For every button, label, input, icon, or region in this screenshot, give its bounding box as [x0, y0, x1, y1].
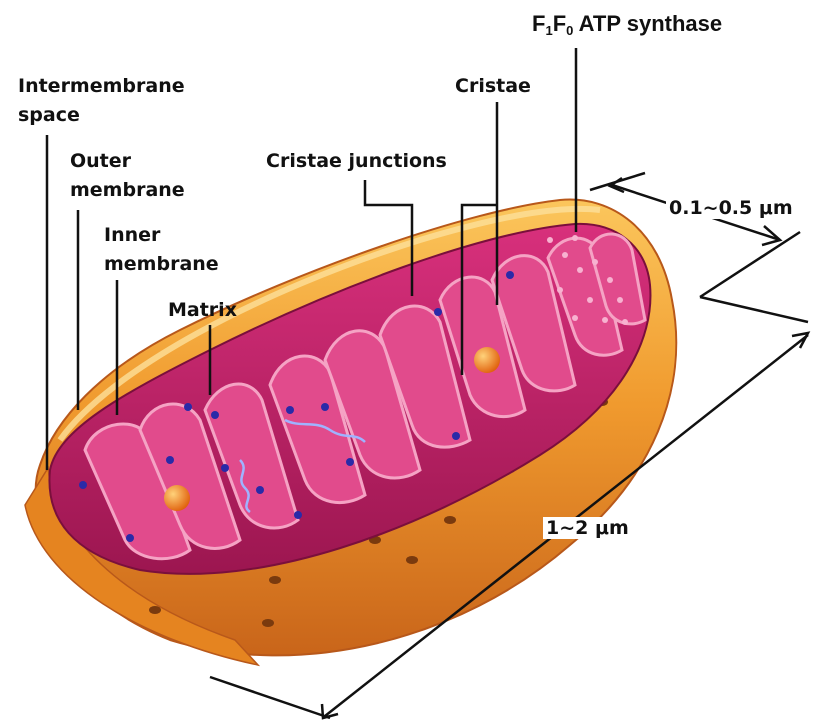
label-atp-synthase: F1F0 ATP synthase: [532, 9, 722, 45]
label-matrix: Matrix: [168, 296, 237, 325]
label-inner-membrane: Inner membrane: [104, 221, 219, 279]
label-cristae-junctions: Cristae junctions: [266, 147, 447, 176]
label-length-measurement: 1~2 μm: [543, 517, 632, 539]
label-outer-membrane: Outer membrane: [70, 147, 185, 205]
label-intermembrane-space: Intermembrane space: [18, 72, 185, 130]
label-cristae: Cristae: [455, 72, 531, 101]
label-width-measurement: 0.1~0.5 μm: [666, 197, 796, 219]
